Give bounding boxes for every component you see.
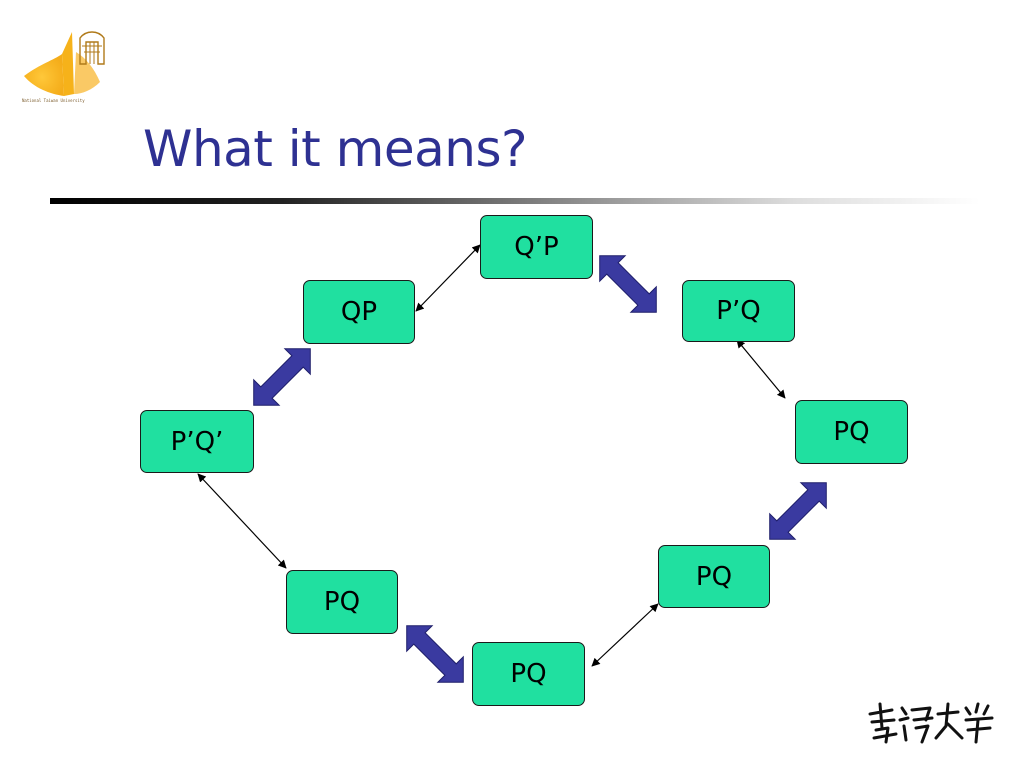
node-p-prime-q: P’Q xyxy=(682,280,795,342)
ntu-logo-icon xyxy=(24,31,105,96)
thick-arrow-pq-lower-left-to-pq-bottom xyxy=(406,625,464,683)
node-pq-bottom: PQ xyxy=(472,642,585,706)
node-pq-right: PQ xyxy=(795,400,908,464)
thick-arrow-pq-right-to-pq-lower-right xyxy=(769,482,827,540)
node-pq-lower-right: PQ xyxy=(658,545,770,608)
node-p-prime-q-prime: P’Q’ xyxy=(140,410,254,473)
thick-arrow-qp-to-p-prime-q-prime xyxy=(253,348,311,406)
thin-arrow-p-prime-q-prime-to-pq-lower-left xyxy=(197,473,287,569)
title-divider xyxy=(50,198,980,204)
node-qp: QP xyxy=(303,280,415,344)
node-pq-lower-left: PQ xyxy=(286,570,398,634)
logo-caption: National Taiwan University xyxy=(22,98,85,103)
thin-arrow-pq-bottom-to-pq-lower-right xyxy=(591,603,659,667)
thick-arrow-q-prime-p-to-p-prime-q xyxy=(599,255,657,313)
thin-arrow-qp-to-q-prime-p xyxy=(415,244,481,312)
page-title: What it means? xyxy=(143,120,528,178)
node-q-prime-p: Q’P xyxy=(480,215,593,279)
thin-arrow-p-prime-q-to-pq-right xyxy=(736,339,786,399)
ntu-calligraphy-seal-icon xyxy=(868,702,994,744)
